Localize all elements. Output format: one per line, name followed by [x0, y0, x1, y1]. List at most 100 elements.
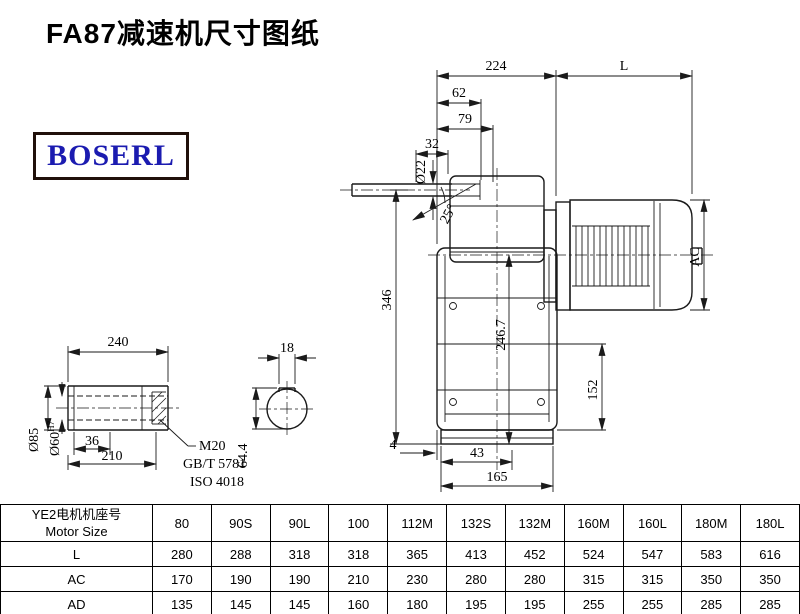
dim-32: 32 [414, 137, 450, 182]
motor-size-table: YE2电机机座号 Motor Size 80 90S 90L 100 112M … [0, 504, 800, 614]
dim-4: 4 [390, 430, 442, 470]
dim-36-label: 36 [85, 434, 99, 449]
cell: 190 [210, 566, 271, 592]
dim-165-label: 165 [487, 470, 508, 485]
dim-AC: AC [688, 198, 710, 312]
dim-346-label: 346 [380, 290, 395, 311]
motor-fins [575, 226, 649, 286]
cell: 318 [269, 541, 330, 567]
dim-18-label: 18 [280, 341, 294, 356]
col-header: 180L [740, 504, 800, 542]
dim-32-label: 32 [425, 137, 439, 152]
hollow-shaft-view [56, 385, 182, 431]
dim-AC-label: AC [688, 247, 703, 266]
dim-246-7: 246.7 [494, 253, 513, 446]
row-label: L [0, 541, 153, 567]
dim-165: 165 [439, 446, 555, 492]
dimension-drawing: 224 L 62 79 32 Ø22 [27, 59, 714, 492]
cell: 616 [740, 541, 800, 567]
cell: 315 [622, 566, 683, 592]
col-header: 100 [328, 504, 389, 542]
cell: 285 [681, 591, 742, 614]
dim-210: 210 [66, 432, 158, 470]
dim-phi22-label: Ø22 [414, 160, 429, 184]
cell: 180 [387, 591, 448, 614]
cell: 170 [152, 566, 212, 592]
dim-62: 62 [435, 86, 483, 180]
thread-callout-gbt: GB/T 5781 [183, 457, 246, 472]
logo-text: BOSERL [47, 139, 175, 172]
dim-152: 152 [557, 342, 606, 432]
dim-240: 240 [66, 335, 170, 382]
cell: 195 [446, 591, 506, 614]
cell: 547 [622, 541, 683, 567]
dim-18: 18 [258, 341, 316, 384]
cell: 255 [622, 591, 683, 614]
dim-64-4-label: 64.4 [236, 444, 251, 469]
cell: 288 [210, 541, 271, 567]
thread-callout: M20 GB/T 5781 ISO 4018 [159, 419, 246, 490]
row-label: AC [0, 566, 153, 592]
cell: 452 [504, 541, 565, 567]
dim-62-label: 62 [452, 86, 466, 101]
dim-240-label: 240 [108, 335, 129, 350]
cell: 210 [328, 566, 389, 592]
table-header-cn: YE2电机机座号 [31, 507, 122, 522]
cell: 524 [563, 541, 624, 567]
dim-phi60H7: Ø60H7 [46, 382, 66, 456]
dim-224-label: 224 [486, 59, 507, 74]
col-header: 160L [622, 504, 683, 542]
cell: 190 [269, 566, 330, 592]
col-header: 180M [681, 504, 742, 542]
dim-79-label: 79 [458, 112, 472, 127]
row-label: AD [0, 591, 153, 614]
boserl-logo: BOSERL [33, 132, 189, 180]
col-header: 132S [446, 504, 506, 542]
dim-43-label: 43 [470, 446, 484, 461]
bolt-hole [449, 398, 457, 406]
cell: 280 [152, 541, 212, 567]
thread-callout-iso: ISO 4018 [190, 475, 244, 490]
cell: 350 [681, 566, 742, 592]
dim-246-7-label: 246.7 [494, 319, 509, 351]
cell: 318 [328, 541, 389, 567]
dim-346: 346 [380, 188, 441, 446]
cell: 230 [387, 566, 448, 592]
dim-210-label: 210 [102, 449, 123, 464]
cell: 255 [563, 591, 624, 614]
cell: 285 [740, 591, 800, 614]
cell: 280 [504, 566, 565, 592]
table-header-motor-size: YE2电机机座号 Motor Size [0, 504, 153, 542]
col-header: 90L [269, 504, 330, 542]
table-row: L 280 288 318 318 365 413 452 524 547 58… [0, 541, 800, 567]
dim-43: 43 [439, 446, 514, 470]
dim-64-4: 64.4 [236, 386, 287, 469]
page-title: FA87减速机尺寸图纸 [46, 18, 320, 49]
bolt-hole [537, 302, 545, 310]
col-header: 80 [152, 504, 212, 542]
dim-L-label: L [620, 59, 629, 74]
thread-callout-m20: M20 [199, 439, 225, 454]
dim-phi60H7-label: Ø60H7 [46, 420, 63, 456]
table-header-en: Motor Size [45, 524, 108, 539]
cell: 350 [740, 566, 800, 592]
cell: 280 [446, 566, 506, 592]
cell: 413 [446, 541, 506, 567]
dim-36: 36 [72, 432, 112, 455]
table-row: AD 135 145 145 160 180 195 195 255 255 2… [0, 591, 800, 614]
bolt-hole [537, 398, 545, 406]
cell: 365 [387, 541, 448, 567]
motor-view [428, 199, 714, 311]
dim-224: 224 [435, 59, 558, 244]
col-header: 112M [387, 504, 448, 542]
dim-79: 79 [435, 112, 495, 182]
dim-phi22: Ø22 [414, 160, 437, 220]
cell: 160 [328, 591, 389, 614]
dim-phi85: Ø85 [27, 384, 66, 452]
col-header: 90S [210, 504, 271, 542]
cell: 195 [504, 591, 565, 614]
cell: 135 [152, 591, 212, 614]
cell: 583 [681, 541, 742, 567]
table-row: AC 170 190 190 210 230 280 280 315 315 3… [0, 566, 800, 592]
cell: 315 [563, 566, 624, 592]
